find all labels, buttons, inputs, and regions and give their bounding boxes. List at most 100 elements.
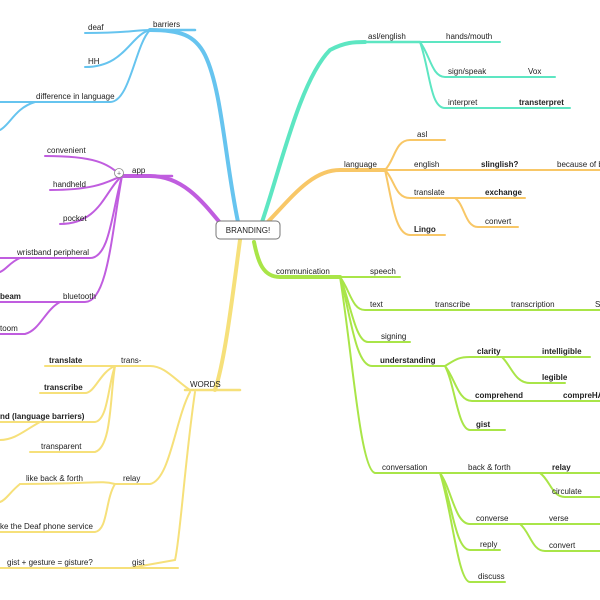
node-translate[interactable]: translate [49, 356, 83, 365]
edge-comm-conversation [339, 276, 441, 474]
node-back-forth[interactable]: back & forth [468, 463, 511, 472]
edge-conv-converse [439, 472, 600, 525]
branch-barriers [0, 28, 240, 224]
node-words[interactable]: WORDS [190, 380, 221, 389]
node-intelligible[interactable]: intelligible [542, 347, 582, 356]
edge-wristband-sub [0, 257, 21, 273]
node-slinglish[interactable]: slinglish? [481, 160, 518, 169]
node-gist-words[interactable]: gist [132, 558, 145, 567]
edge-words-relay [114, 391, 191, 485]
node-wristband[interactable]: wristband peripheral [16, 248, 89, 257]
node-comprehand[interactable]: compreHA [563, 391, 600, 400]
edge-barriers-deaf [84, 29, 151, 34]
edge-app-wristband [0, 175, 123, 259]
edge-trans-transcribe [39, 365, 116, 394]
node-like-back-forth[interactable]: like back & forth [26, 474, 83, 483]
node-conversation[interactable]: conversation [382, 463, 427, 472]
node-toom[interactable]: toom [0, 324, 18, 333]
node-handheld[interactable]: handheld [53, 180, 86, 189]
node-interpret[interactable]: interpret [448, 98, 478, 107]
edge-app-pocket [59, 175, 123, 225]
node-lang-asl[interactable]: asl [417, 130, 427, 139]
node-hands-mouth[interactable]: hands/mouth [446, 32, 492, 41]
root-node[interactable]: BRANDING! [215, 220, 281, 240]
node-lingo[interactable]: Lingo [414, 225, 436, 234]
node-app[interactable]: app [132, 166, 146, 175]
edge-translate-convert [454, 197, 519, 228]
node-barriers[interactable]: barriers [153, 20, 180, 29]
node-exchange[interactable]: exchange [485, 188, 522, 197]
node-transcription[interactable]: transcription [511, 300, 555, 309]
edge-root-communication [252, 240, 342, 279]
node-comm-gist[interactable]: gist [476, 420, 491, 429]
node-clarity[interactable]: clarity [477, 347, 501, 356]
edge-trans-transparent [29, 365, 116, 453]
branch-communication [252, 240, 600, 583]
edge-transparent-off [0, 421, 41, 441]
edge-root-app [120, 174, 228, 232]
edge-app-bluetooth [0, 175, 123, 303]
node-sign-speak[interactable]: sign/speak [448, 67, 487, 76]
node-transcend[interactable]: nd (language barriers) [0, 412, 85, 421]
node-comm-convert[interactable]: convert [549, 541, 576, 550]
node-reply[interactable]: reply [480, 540, 497, 549]
node-verse[interactable]: verse [549, 514, 569, 523]
node-comm-relay[interactable]: relay [552, 463, 571, 472]
node-difference-in-language[interactable]: difference in language [36, 92, 115, 101]
node-text[interactable]: text [370, 300, 384, 309]
edge-root-language [260, 168, 387, 230]
branch-app [0, 155, 228, 335]
edge-back-off [0, 483, 21, 503]
node-s[interactable]: S [595, 300, 600, 309]
edge-asl-interpret [419, 41, 571, 109]
node-circulate[interactable]: circulate [552, 487, 582, 496]
node-convenient[interactable]: convenient [47, 146, 86, 155]
app-collapse-toggle[interactable] [114, 168, 124, 178]
edge-relay-back [19, 481, 116, 485]
node-gisture[interactable]: gist + gesture = gisture? [7, 558, 93, 567]
branch-language [260, 139, 600, 236]
node-language[interactable]: language [344, 160, 377, 169]
node-pocket[interactable]: pocket [63, 214, 87, 223]
node-because-of[interactable]: because of b [557, 160, 600, 169]
edge-language-asl [384, 139, 446, 171]
node-communication[interactable]: communication [276, 267, 330, 276]
edge-clarity-legible [501, 356, 566, 384]
node-beam[interactable]: beam [0, 292, 21, 301]
node-transcribe[interactable]: transcribe [44, 383, 83, 392]
edge-und-clarity [444, 356, 531, 367]
app-collapse-toggle-glyph: + [117, 171, 121, 178]
node-lang-convert[interactable]: convert [485, 217, 512, 226]
node-comprehend[interactable]: comprehend [475, 391, 523, 400]
edge-bluetooth-toom [0, 301, 61, 335]
edge-comm-text [339, 276, 600, 311]
edge-conv-discuss [439, 472, 506, 583]
node-lang-translate[interactable]: translate [414, 188, 445, 197]
node-speech[interactable]: speech [370, 267, 396, 276]
node-lang-english[interactable]: english [414, 160, 439, 169]
edge-und-gist [444, 365, 506, 431]
node-legible[interactable]: legible [542, 373, 568, 382]
node-comm-transcribe[interactable]: transcribe [435, 300, 471, 309]
node-asl-english[interactable]: asl/english [368, 32, 406, 41]
node-understanding[interactable]: understanding [380, 356, 436, 365]
node-deaf[interactable]: deaf [88, 23, 104, 32]
node-converse[interactable]: converse [476, 514, 509, 523]
node-trans[interactable]: trans- [121, 356, 142, 365]
branch-words [0, 238, 242, 569]
node-hh[interactable]: HH [88, 57, 100, 66]
node-deaf-phone-service[interactable]: ke the Deaf phone service [0, 522, 93, 531]
node-relay-words[interactable]: relay [123, 474, 140, 483]
edge-language-lingo [384, 169, 446, 236]
edge-comm-understanding [339, 276, 446, 367]
edge-trans-transcend [0, 365, 116, 423]
node-transterpret[interactable]: transterpret [519, 98, 564, 107]
node-vox[interactable]: Vox [528, 67, 541, 76]
node-signing[interactable]: signing [381, 332, 406, 341]
edge-words-gist [129, 391, 196, 569]
node-transparent[interactable]: transparent [41, 442, 82, 451]
node-bluetooth[interactable]: bluetooth [63, 292, 96, 301]
node-discuss[interactable]: discuss [478, 572, 505, 581]
edge-root-words [213, 238, 242, 392]
